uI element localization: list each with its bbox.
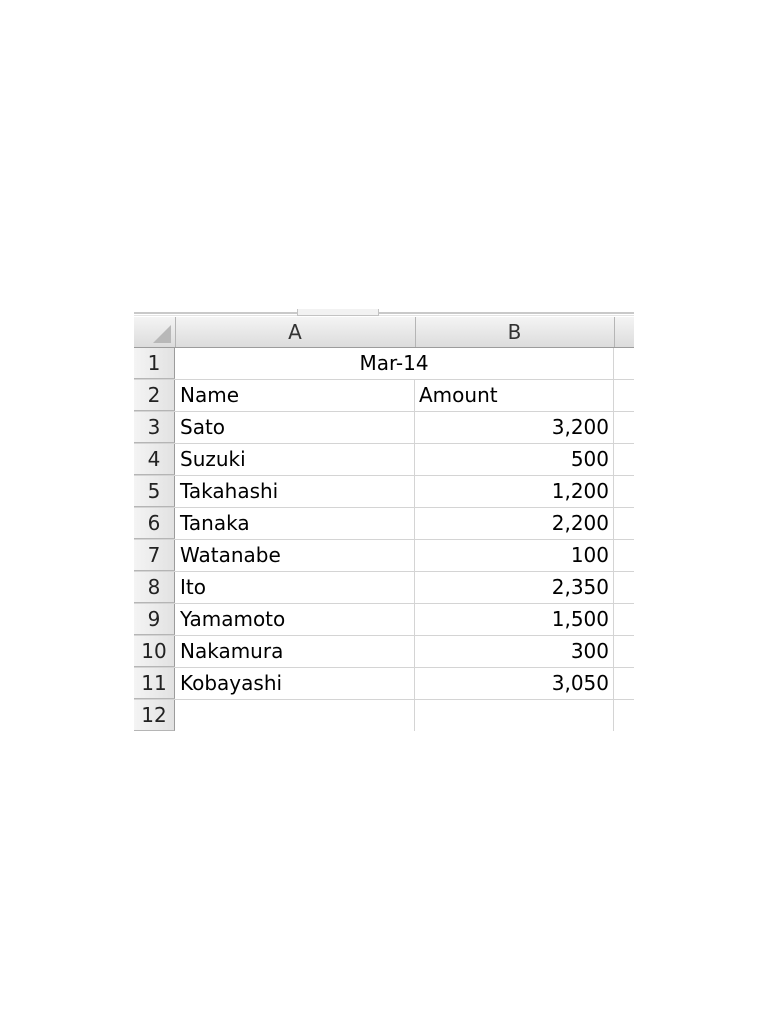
- name-cell[interactable]: Ito: [175, 572, 415, 603]
- name-cell[interactable]: Yamamoto: [175, 604, 415, 635]
- amount-cell[interactable]: 1,500: [415, 604, 614, 635]
- cell[interactable]: [614, 508, 634, 539]
- table-row: 6 Tanaka 2,200: [134, 508, 634, 540]
- table-row: 5 Takahashi 1,200: [134, 476, 634, 508]
- name-cell[interactable]: Sato: [175, 412, 415, 443]
- row-header[interactable]: 4: [134, 444, 175, 475]
- cell[interactable]: [614, 572, 634, 603]
- column-header-c[interactable]: [614, 317, 634, 347]
- table-row: 3 Sato 3,200: [134, 412, 634, 444]
- column-header-b[interactable]: B: [415, 317, 615, 347]
- name-cell[interactable]: Takahashi: [175, 476, 415, 507]
- name-cell[interactable]: Nakamura: [175, 636, 415, 667]
- table-row: 4 Suzuki 500: [134, 444, 634, 476]
- row-header-12[interactable]: 12: [134, 700, 175, 731]
- name-cell[interactable]: Tanaka: [175, 508, 415, 539]
- amount-cell[interactable]: 2,350: [415, 572, 614, 603]
- row-header[interactable]: 8: [134, 572, 175, 603]
- title-cell[interactable]: Mar-14: [175, 348, 614, 379]
- amount-cell[interactable]: [415, 700, 614, 731]
- amount-cell[interactable]: 2,200: [415, 508, 614, 539]
- cell[interactable]: [614, 412, 634, 443]
- cell[interactable]: [614, 636, 634, 667]
- cell[interactable]: [614, 444, 634, 475]
- row-header[interactable]: 9: [134, 604, 175, 635]
- table-row: 10 Nakamura 300: [134, 636, 634, 668]
- table-row: 12: [134, 700, 634, 731]
- name-cell[interactable]: Kobayashi: [175, 668, 415, 699]
- cell[interactable]: [614, 348, 634, 379]
- cell[interactable]: [614, 604, 634, 635]
- amount-cell[interactable]: 3,200: [415, 412, 614, 443]
- cell[interactable]: [614, 700, 634, 731]
- row-header[interactable]: 6: [134, 508, 175, 539]
- row-header[interactable]: 3: [134, 412, 175, 443]
- name-cell[interactable]: Watanabe: [175, 540, 415, 571]
- cell[interactable]: [614, 668, 634, 699]
- row-header[interactable]: 7: [134, 540, 175, 571]
- column-header-a[interactable]: A: [175, 317, 416, 347]
- ribbon-edge-shadow: [134, 315, 634, 316]
- name-cell[interactable]: [175, 700, 415, 731]
- table-row: 8 Ito 2,350: [134, 572, 634, 604]
- table-row: 9 Yamamoto 1,500: [134, 604, 634, 636]
- amount-cell[interactable]: 3,050: [415, 668, 614, 699]
- row-header-1[interactable]: 1: [134, 348, 175, 379]
- spreadsheet-grid: A B 1 Mar-14 2 Name Amount 3 Sato 3,200 …: [134, 309, 634, 731]
- table-row: 7 Watanabe 100: [134, 540, 634, 572]
- cell[interactable]: [614, 540, 634, 571]
- ribbon-edge: [134, 312, 634, 314]
- amount-cell[interactable]: 1,200: [415, 476, 614, 507]
- amount-cell[interactable]: 100: [415, 540, 614, 571]
- table-row: 2 Name Amount: [134, 380, 634, 412]
- header-name-cell[interactable]: Name: [175, 380, 415, 411]
- amount-cell[interactable]: 300: [415, 636, 614, 667]
- column-header-row: A B: [134, 317, 634, 348]
- cell[interactable]: [614, 380, 634, 411]
- split-handle[interactable]: [297, 309, 379, 316]
- name-cell[interactable]: Suzuki: [175, 444, 415, 475]
- row-header-2[interactable]: 2: [134, 380, 175, 411]
- header-amount-cell[interactable]: Amount: [415, 380, 614, 411]
- select-all-button[interactable]: [134, 317, 176, 347]
- select-all-triangle-icon: [153, 325, 171, 343]
- row-header[interactable]: 5: [134, 476, 175, 507]
- table-row: 11 Kobayashi 3,050: [134, 668, 634, 700]
- table-row: 1 Mar-14: [134, 348, 634, 380]
- cell[interactable]: [614, 476, 634, 507]
- row-header[interactable]: 10: [134, 636, 175, 667]
- row-header[interactable]: 11: [134, 668, 175, 699]
- amount-cell[interactable]: 500: [415, 444, 614, 475]
